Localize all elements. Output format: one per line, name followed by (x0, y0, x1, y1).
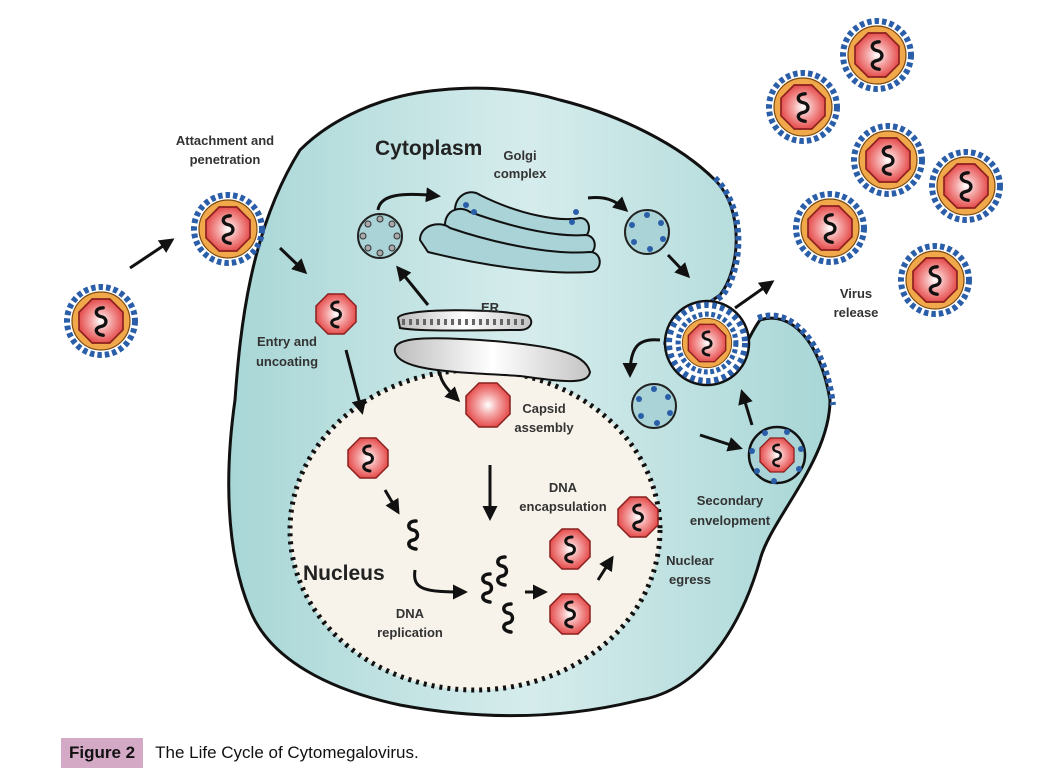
secondary-envelopment-label-line1: Secondary (697, 493, 764, 508)
capsid-uncoating (314, 292, 358, 336)
virion-released-3 (854, 126, 922, 194)
capsid-label-line1: Capsid (522, 401, 565, 416)
entry-label-line2: uncoating (256, 354, 318, 369)
capsid-encapsulated-1 (548, 527, 592, 571)
golgi-label-line1: Golgi (503, 148, 536, 163)
entry-label-line1: Entry and (257, 334, 317, 349)
dna-encapsulation-label-line2: encapsulation (519, 499, 606, 514)
capsid-nuclear-entry (346, 436, 390, 480)
cytoplasm-label: Cytoplasm (375, 137, 482, 160)
budding-virion (663, 299, 751, 387)
capsid-label-line2: assembly (514, 420, 574, 435)
nuclear-egress-label-line1: Nuclear (666, 553, 714, 568)
membrane-glycoproteins-lower (756, 312, 836, 406)
virion-released-1 (843, 21, 911, 89)
secondary-envelopment-label-line2: envelopment (690, 513, 771, 528)
nucleus-label: Nucleus (303, 562, 385, 585)
dna-encapsulation-label-line1: DNA (549, 480, 578, 495)
attachment-label-line1: Attachment and (176, 133, 274, 148)
golgi-label-line2: complex (494, 166, 548, 181)
virus-release-label-line1: Virus (840, 286, 872, 301)
dna-replication-label-line1: DNA (396, 606, 425, 621)
er-label: ER (481, 300, 500, 315)
virion-free (67, 287, 135, 355)
virion-attaching (194, 195, 262, 263)
cmv-lifecycle-diagram: Cytoplasm Nucleus ER Golgi complex Attac… (0, 0, 1064, 718)
virus-release-label-line2: release (834, 305, 879, 320)
capsid-encapsulated-2 (548, 592, 592, 636)
virion-released-5 (796, 194, 864, 262)
nuclear-egress-label-line2: egress (669, 572, 711, 587)
golgi-complex (418, 191, 601, 274)
capsid-empty-assembly (465, 382, 511, 428)
figure-number-badge: Figure 2 (61, 738, 144, 768)
vesicle-recycling (631, 383, 677, 429)
vesicle-golgi-exit (624, 209, 670, 255)
virion-released-6 (901, 246, 969, 314)
vesicle-er-to-golgi (357, 213, 403, 259)
virion-released-4 (932, 152, 1000, 220)
attachment-label-line2: penetration (190, 152, 261, 167)
secondary-envelopment-vesicle (747, 425, 807, 485)
pathway-arrows (129, 187, 775, 600)
figure-caption: Figure 2 The Life Cycle of Cytomegalovir… (61, 738, 419, 768)
virion-released-2 (769, 73, 837, 141)
figure-title: The Life Cycle of Cytomegalovirus. (155, 743, 419, 762)
dna-replication-label-line2: replication (377, 625, 443, 640)
capsid-egressing (616, 495, 660, 539)
endoplasmic-reticulum (393, 309, 592, 383)
